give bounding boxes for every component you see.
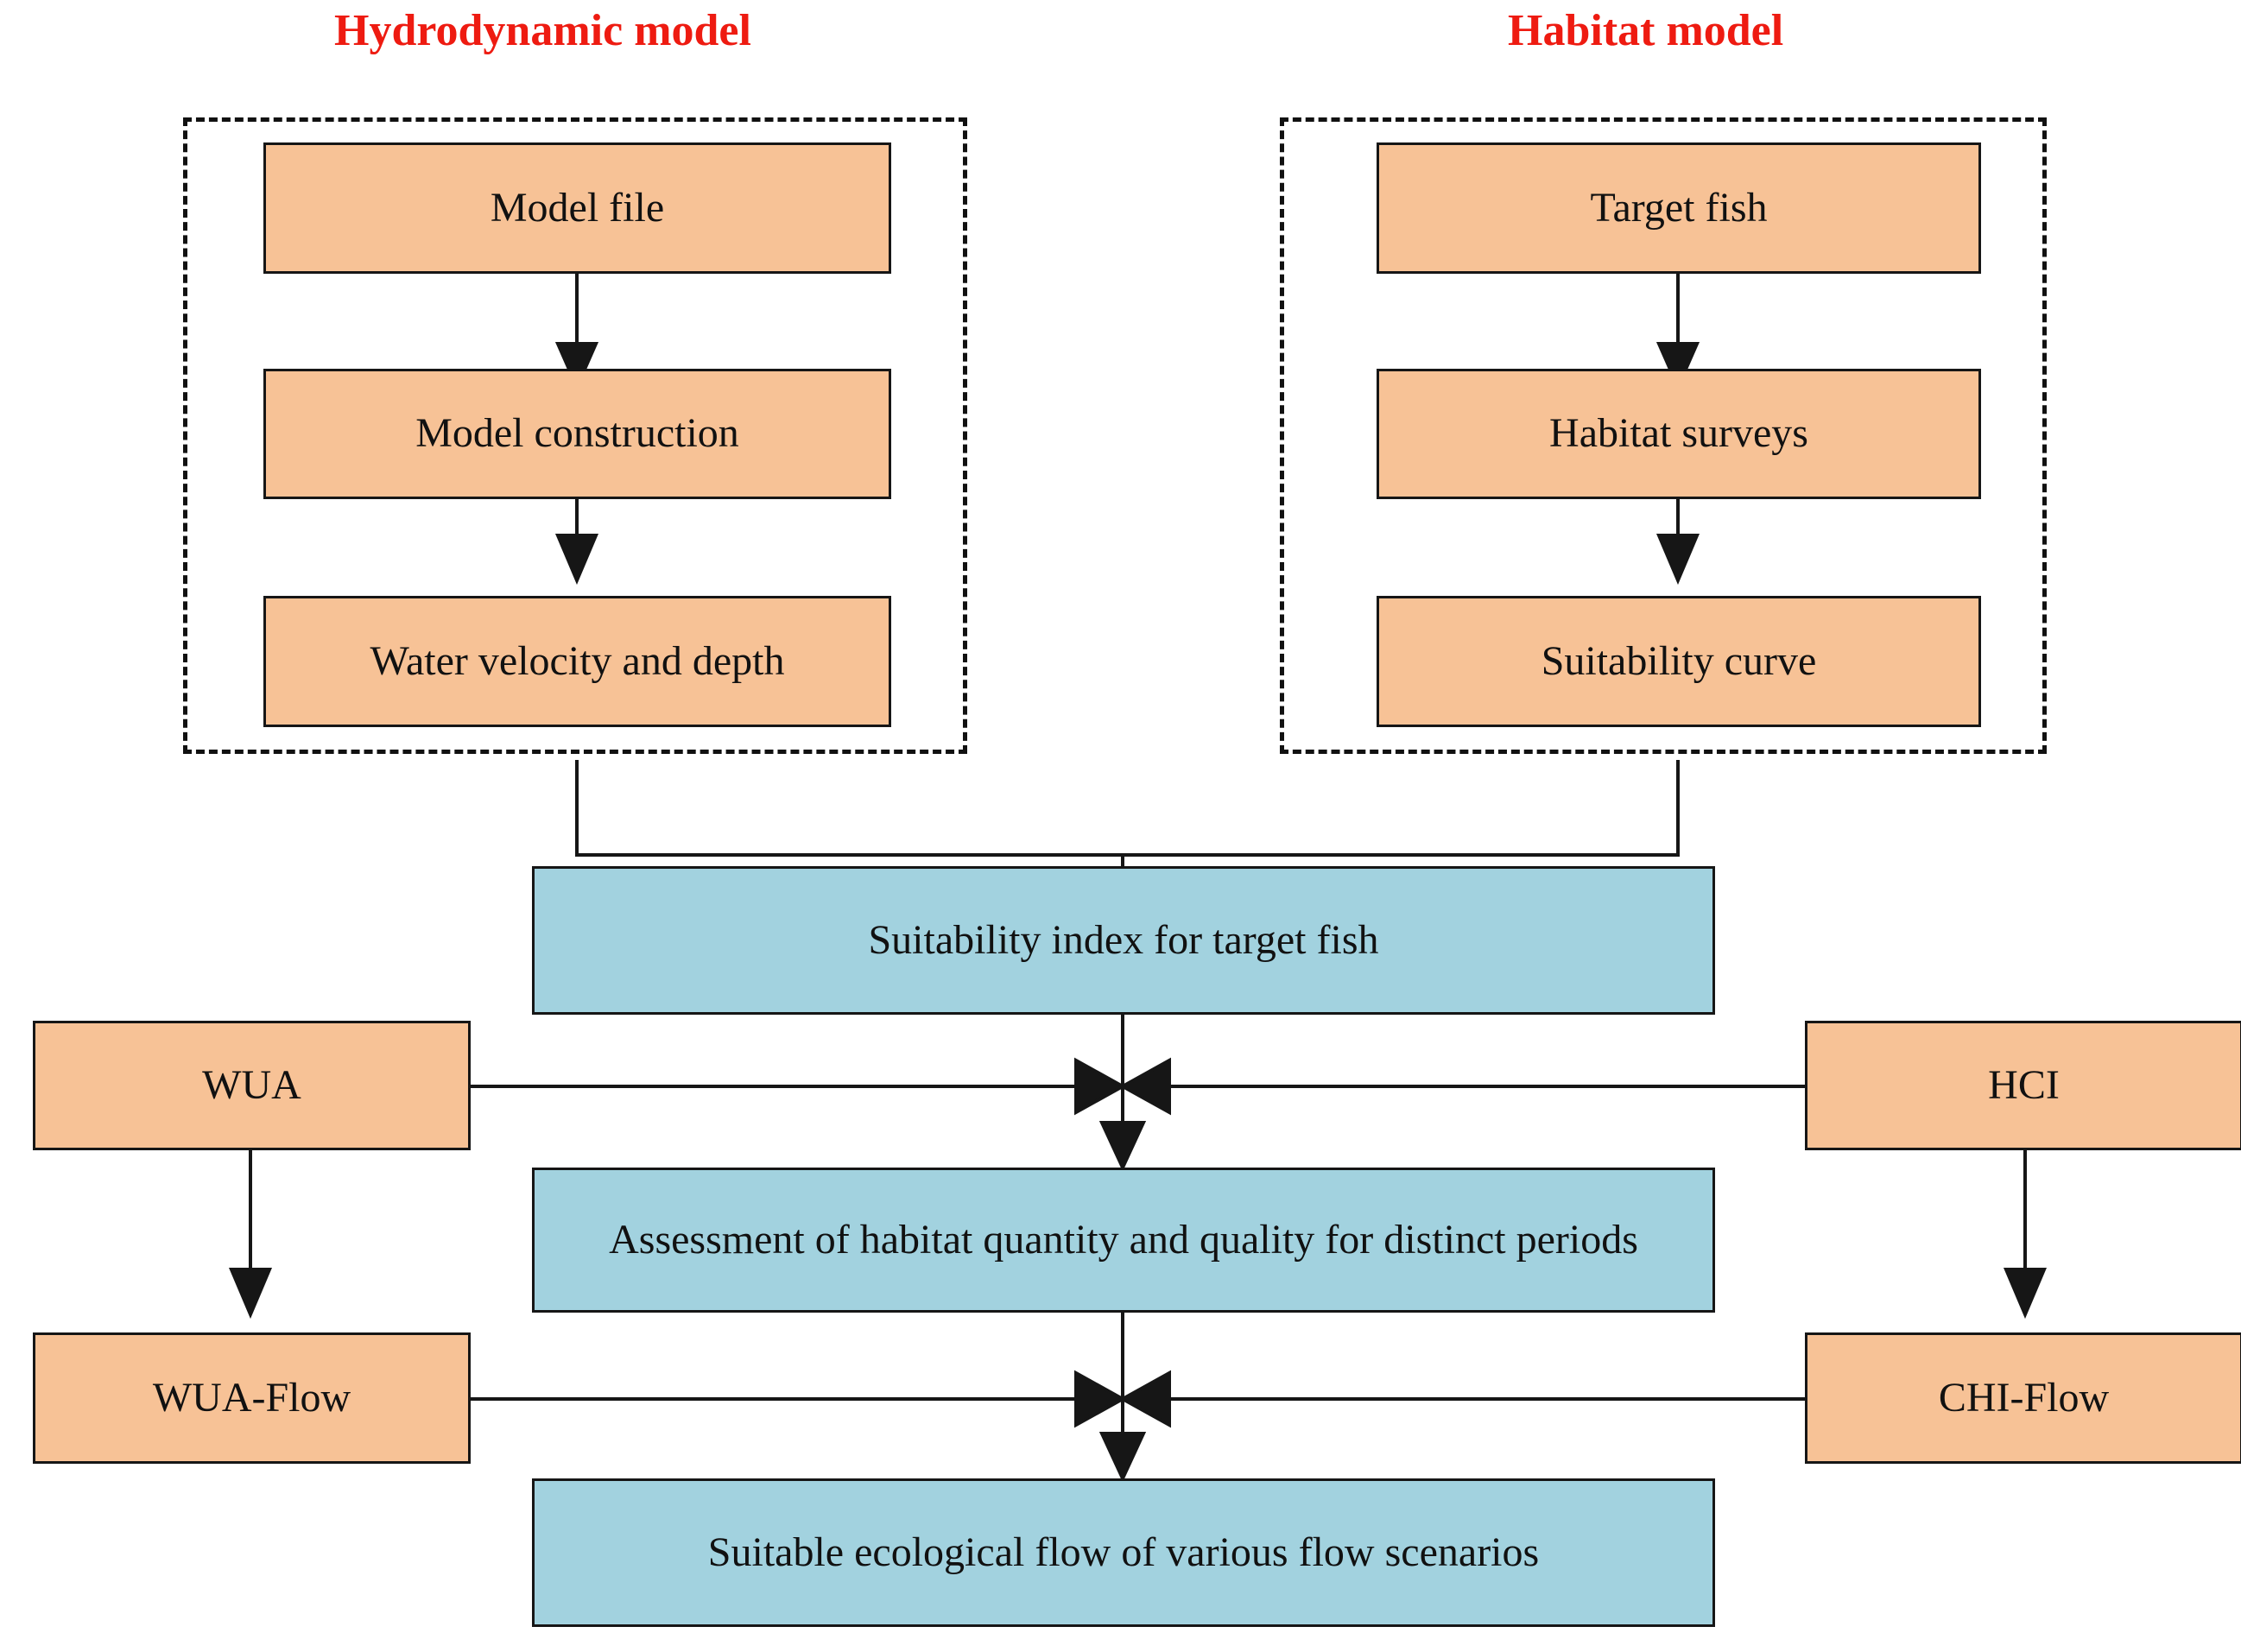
node-label: Water velocity and depth (370, 637, 785, 684)
group-habitat-model (1280, 117, 2047, 754)
node-label: Model file (490, 184, 665, 231)
node-suitable-ecological-flow[interactable]: Suitable ecological flow of various flow… (532, 1478, 1715, 1627)
node-label: Suitable ecological flow of various flow… (707, 1529, 1540, 1575)
node-hci[interactable]: HCI (1805, 1021, 2241, 1150)
node-wua[interactable]: WUA (33, 1021, 471, 1150)
node-label: Target fish (1590, 184, 1768, 231)
node-label: Assessment of habitat quantity and quali… (609, 1216, 1638, 1263)
node-label: Suitability index for target fish (868, 916, 1379, 963)
node-model-construction[interactable]: Model construction (263, 369, 891, 499)
title-habitat-model: Habitat model (1508, 6, 1784, 55)
arrowhead-left (1118, 1057, 1171, 1116)
node-chi-flow[interactable]: CHI-Flow (1805, 1332, 2241, 1464)
node-label: WUA-Flow (152, 1374, 351, 1421)
title-hydrodynamic-model: Hydrodynamic model (334, 6, 751, 55)
node-suitability-index-for-target-fish[interactable]: Suitability index for target fish (532, 866, 1715, 1015)
node-suitability-curve[interactable]: Suitability curve (1377, 596, 1981, 727)
arrowhead-down (1098, 1432, 1147, 1483)
node-label: Suitability curve (1541, 637, 1817, 684)
node-wua-flow[interactable]: WUA-Flow (33, 1332, 471, 1464)
node-label: Habitat surveys (1549, 410, 1808, 457)
node-water-velocity-and-depth[interactable]: Water velocity and depth (263, 596, 891, 727)
node-model-file[interactable]: Model file (263, 142, 891, 274)
arrowhead-down (228, 1268, 273, 1320)
node-target-fish[interactable]: Target fish (1377, 142, 1981, 274)
arrowhead-down (1098, 1121, 1147, 1172)
node-label: Model construction (415, 410, 739, 457)
arrowhead-left (1118, 1370, 1171, 1428)
node-label: WUA (202, 1061, 301, 1108)
node-habitat-surveys[interactable]: Habitat surveys (1377, 369, 1981, 499)
node-assessment-of-habitat-quantity-and-quality[interactable]: Assessment of habitat quantity and quali… (532, 1168, 1715, 1313)
arrowhead-right (1074, 1057, 1127, 1116)
group-hydrodynamic-model (183, 117, 967, 754)
arrowhead-right (1074, 1370, 1127, 1428)
node-label: HCI (1988, 1061, 2060, 1108)
node-label: CHI-Flow (1938, 1374, 2110, 1421)
arrowhead-down (2003, 1268, 2048, 1320)
